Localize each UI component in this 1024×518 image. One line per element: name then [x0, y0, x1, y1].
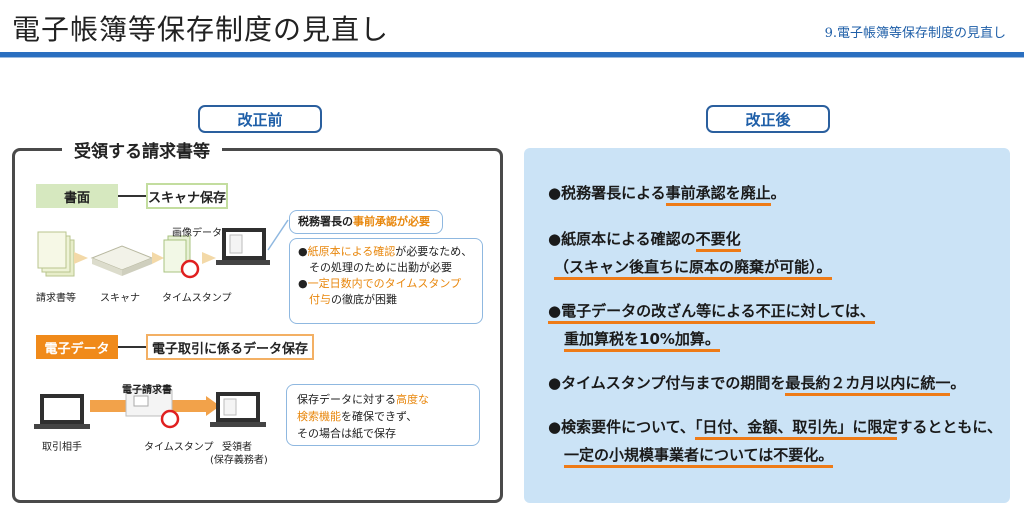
after-item-2-line2: （スキャン後直ちに原本の廃棄が可能）。	[554, 256, 832, 280]
after-panel: ●税務署長による事前承認を廃止。 ●紙原本による確認の不要化 （スキャン後直ちに…	[524, 148, 1010, 503]
electronic-data-tag: 電子データ	[36, 335, 118, 359]
electronic-invoice-label: 電子請求書	[122, 385, 172, 396]
after-item-5: ●検索要件について、「日付、金額、取引先」に限定するとともに、	[548, 416, 1002, 440]
before-pill: 改正前	[198, 105, 322, 133]
note-title-prefix: 税務署長の	[298, 215, 353, 228]
after-pill: 改正後	[706, 105, 830, 133]
timestamp-icon	[160, 409, 180, 429]
search-issue-note: 保存データに対する高度な 検索機能を確保できず、 その場合は紙で保存	[286, 384, 480, 446]
image-data-icon	[163, 235, 191, 273]
timestamp-label-2: タイムスタンプ	[144, 442, 214, 453]
after-item-3-line2: 重加算税を10%加算。	[564, 328, 720, 352]
bullet1-line2: その処理のために出勤が必要	[309, 261, 452, 274]
note-title-highlight: 事前承認が必要	[353, 215, 430, 228]
electronic-save-tag: 電子取引に係るデータ保存	[146, 334, 314, 360]
search-note-highlight-2: 検索機能	[297, 410, 341, 423]
before-panel-title: 受領する請求書等	[62, 137, 222, 162]
recipient-laptop-icon	[210, 392, 266, 427]
arrow-icon	[202, 252, 216, 264]
electronic-invoice-icon	[125, 389, 173, 417]
page-title: 電子帳簿等保存制度の見直し	[12, 13, 390, 46]
bullet2-rest: の徹底が困難	[331, 293, 397, 306]
scanner-save-tag: スキャナ保存	[146, 183, 228, 209]
timestamp-label: タイムスタンプ	[162, 293, 232, 304]
search-note-prefix: 保存データに対する	[297, 393, 396, 406]
paper-issues-note: ●紙原本による確認が必要なため、 その処理のために出勤が必要 ●一定日数内でのタ…	[289, 238, 483, 324]
recipient-label: 受領者	[222, 442, 252, 453]
after-item-1: ●税務署長による事前承認を廃止。	[548, 182, 786, 206]
paper-connector	[118, 195, 146, 197]
bullet2-highlight: 一定日数内でのタイムスタンプ	[307, 277, 462, 290]
after-item-5-line2: 一定の小規模事業者については不要化。	[564, 444, 834, 468]
search-note-highlight: 高度な	[396, 393, 429, 406]
bullet1-highlight: 紙原本による確認	[307, 245, 396, 258]
after-item-4: ●タイムスタンプ付与までの期間を最長約２カ月以内に統一。	[548, 372, 965, 396]
sender-laptop-icon	[34, 394, 90, 429]
search-note-rest: を確保できず、	[341, 410, 418, 423]
paper-tag: 書面	[36, 184, 118, 208]
prior-approval-note: 税務署長の事前承認が必要	[289, 210, 443, 234]
electronic-flow-diagram	[34, 389, 266, 429]
arrow-icon	[74, 252, 88, 264]
scanner-icon	[90, 245, 154, 276]
section-label: 9.電子帳簿等保存制度の見直し	[824, 26, 1006, 41]
header-bar	[0, 52, 1024, 57]
after-item-2: ●紙原本による確認の不要化	[548, 228, 741, 252]
note-pointer	[267, 219, 289, 251]
image-data-label: 画像データ	[172, 228, 222, 239]
electronic-connector	[118, 346, 146, 348]
header-divider	[0, 57, 1024, 58]
scanner-label: スキャナ	[100, 293, 140, 304]
timestamp-icon	[180, 259, 200, 279]
paper-flow-diagram	[37, 228, 270, 279]
search-note-line3: その場合は紙で保存	[297, 427, 396, 440]
bullet1-rest: が必要なため、	[395, 245, 473, 258]
arrow-icon	[152, 252, 164, 264]
recipient-sublabel: (保存義務者)	[210, 455, 268, 466]
laptop-icon	[216, 228, 270, 265]
bullet2-highlight-2: 付与	[309, 293, 331, 306]
counterparty-label: 取引相手	[42, 442, 82, 453]
after-item-3: ●電子データの改ざん等による不正に対しては、	[548, 300, 875, 324]
invoice-label: 請求書等	[36, 293, 76, 304]
document-stack-icon	[37, 231, 75, 277]
